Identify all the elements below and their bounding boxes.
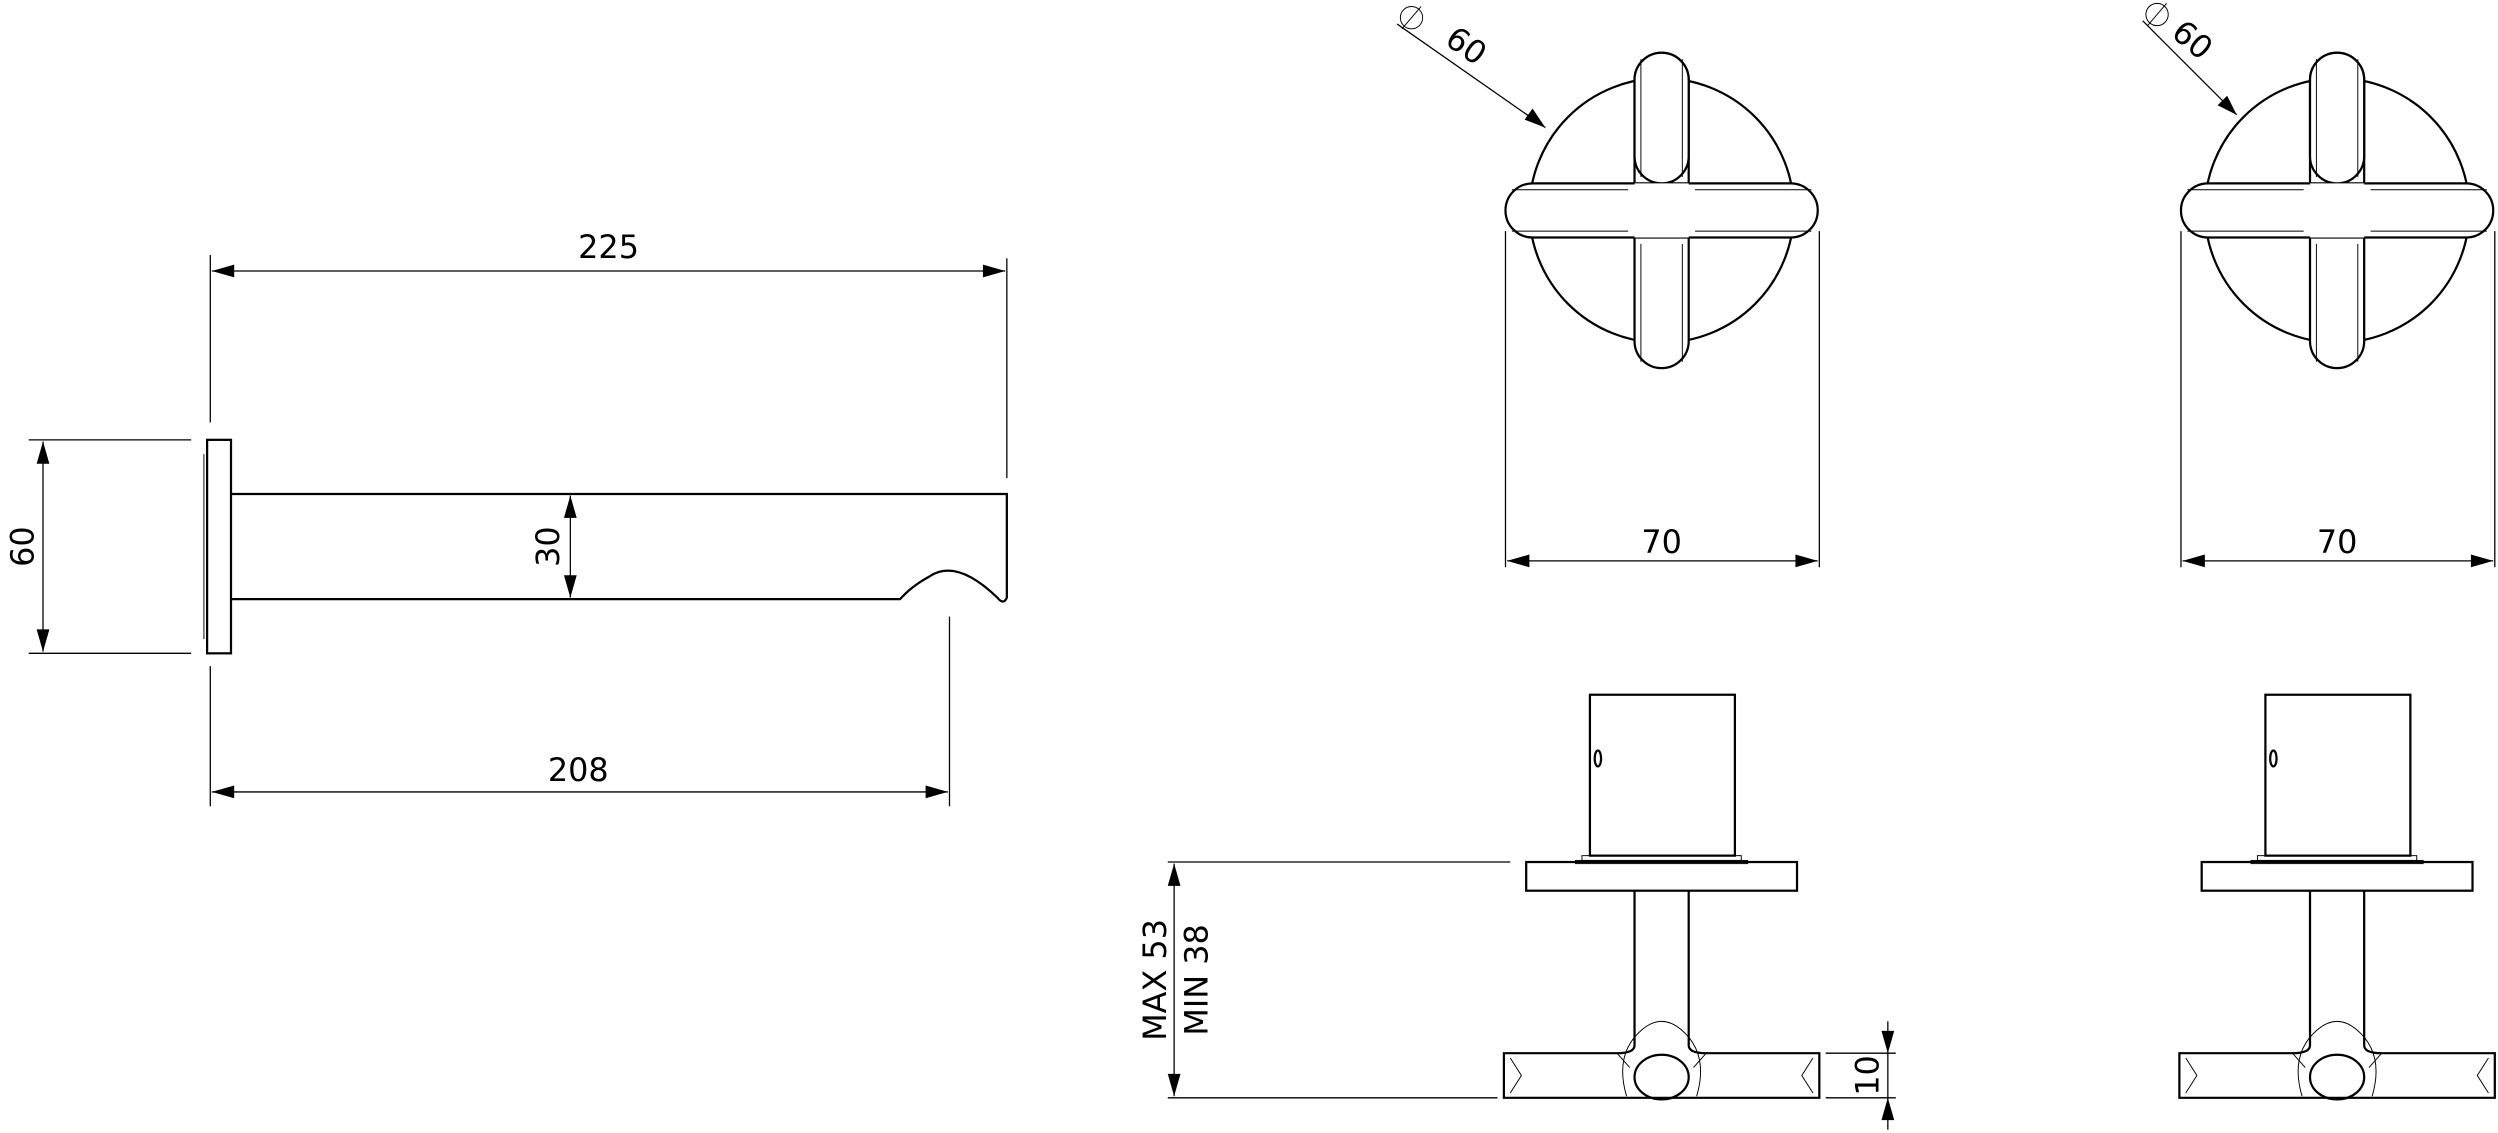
backplate	[205, 438, 233, 655]
spout-body	[231, 492, 1008, 603]
handle-front-view-2: 60 70	[2142, 2, 2496, 568]
spout-side-view: 225 208 60 30	[3, 228, 1008, 807]
diameter-symbol-icon	[2145, 2, 2169, 27]
dim-spout-height: 30	[529, 526, 567, 567]
dim-handle-thickness: 10	[1848, 1055, 1886, 1096]
dim-depth-min: MIN 38	[1178, 924, 1216, 1035]
dim-depth-max: MAX 53	[1136, 919, 1174, 1041]
dim-handle-diameter: 60	[2165, 12, 2220, 67]
handle-side-view-1: MAX 53 MIN 38 10	[1136, 693, 1896, 1130]
dim-handle-width: 70	[1641, 523, 1682, 561]
handle-side-view-2	[2178, 693, 2496, 1101]
handle-front-view-1: 60 70	[1396, 6, 1820, 568]
dim-spout-projection: 208	[548, 751, 609, 789]
diameter-symbol-icon	[1399, 6, 1424, 30]
dim-handle-diameter: 60	[1439, 19, 1494, 73]
dim-spout-length-overall: 225	[578, 228, 639, 266]
dim-backplate-height: 60	[3, 526, 41, 567]
dim-handle-width: 70	[2317, 523, 2358, 561]
